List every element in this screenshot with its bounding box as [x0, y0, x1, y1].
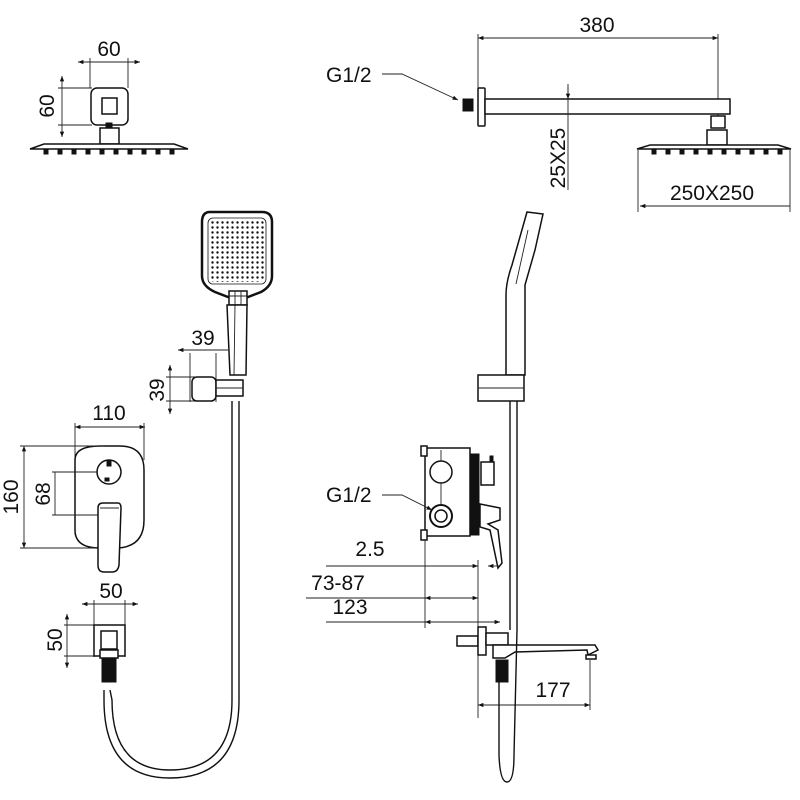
dim-label-73-87: 73-87	[311, 572, 365, 595]
hand-shower-handle	[226, 304, 248, 376]
leader-g12-body	[382, 494, 433, 511]
spout-body	[492, 644, 600, 659]
dim-label-380: 380	[579, 14, 614, 37]
nozzle-row-arm	[651, 149, 783, 155]
spray-face	[207, 217, 267, 285]
spout-hose	[498, 629, 518, 783]
elbow-connector	[100, 630, 118, 650]
hand-shower-side	[505, 211, 544, 376]
hose-outer	[109, 401, 233, 771]
lever-side	[479, 503, 503, 570]
dim-label-60-width: 60	[97, 38, 120, 61]
inlet-label-g12-body: G1/2	[326, 484, 372, 507]
dim-label-39-width: 39	[191, 327, 214, 350]
gasket	[469, 453, 480, 536]
dim-label-160: 160	[0, 479, 23, 514]
spout-inlet	[456, 635, 479, 647]
outlet-elbow: 50 50	[44, 580, 138, 683]
hand-shower-front: 39 39	[146, 210, 274, 414]
slide-rail-side	[477, 211, 544, 630]
dim-label-39-height: 39	[146, 378, 169, 401]
grip-neck	[228, 290, 248, 306]
connector	[101, 97, 118, 115]
dim-label-50-width: 50	[99, 580, 122, 603]
dim-label-50-height: 50	[44, 628, 67, 651]
inlet-thread	[462, 98, 474, 112]
rain-head-plate	[29, 143, 189, 150]
dim-label-177: 177	[535, 679, 570, 702]
mixer-body-side: G1/2 2.5 73-87 123	[306, 445, 503, 628]
overhead-head-top-view: 60 60	[29, 38, 189, 155]
bath-spout-side: 177	[456, 626, 600, 783]
dim-label-250x250: 250X250	[670, 182, 754, 205]
dim-label-60-height: 60	[36, 94, 59, 117]
leader-g12-arm	[382, 73, 459, 101]
arm-nut	[710, 115, 726, 129]
dim-label-123: 123	[332, 596, 367, 619]
cover-plate	[74, 445, 145, 549]
mixer-lever	[97, 502, 122, 573]
spout-hose-nut	[495, 659, 509, 683]
dim-label-110: 110	[92, 402, 125, 425]
swivel-nut	[99, 127, 120, 145]
dim-label-2-5: 2.5	[355, 538, 384, 561]
spout-flange	[477, 626, 487, 656]
inlet-label-g12-arm: G1/2	[326, 64, 372, 87]
hose-nut	[101, 657, 117, 683]
rain-head-side	[636, 144, 792, 150]
dim-label-25x25: 25X25	[547, 128, 570, 189]
diverter-knob-side	[480, 461, 495, 486]
arm-tube	[484, 98, 731, 115]
holder-bracket	[191, 376, 217, 402]
arm-flange	[477, 87, 486, 127]
head-connector	[706, 129, 728, 146]
hose-inner	[103, 401, 240, 779]
diverter-plate-front: 110 160 68	[0, 402, 145, 573]
dim-label-68: 68	[32, 482, 55, 505]
nozzle-row	[43, 149, 175, 155]
port-upper	[429, 460, 453, 484]
shower-arm-view: 380 G1/2 25X25 250X250	[326, 14, 792, 212]
